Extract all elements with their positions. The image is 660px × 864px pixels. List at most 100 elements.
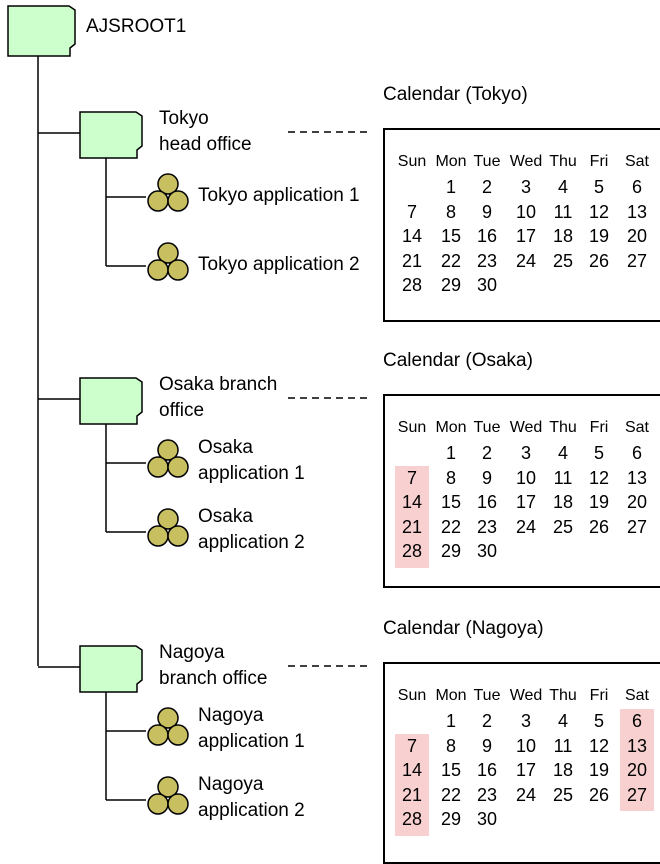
calendar-2-day: 11 <box>553 735 573 756</box>
group-0-job-1-icon <box>147 242 189 281</box>
calendar-2-day: 13 <box>626 735 648 756</box>
calendar-0-day: 30 <box>476 275 498 295</box>
calendar-2-day: 12 <box>588 735 610 756</box>
calendar-1-day: 26 <box>588 516 610 537</box>
calendar-2-day: 6 <box>631 711 642 731</box>
calendar-1-day: 1 <box>445 443 456 463</box>
calendar-1-day: 24 <box>515 516 537 537</box>
calendar-0-day: 16 <box>476 226 498 246</box>
calendar-2-day: 3 <box>520 711 531 731</box>
calendar-0-day: 15 <box>440 226 462 246</box>
calendar-1-day: 12 <box>588 467 610 488</box>
calendar-1-day: 9 <box>481 467 492 488</box>
calendar-0-day: 21 <box>401 250 423 271</box>
calendar-2-day: 28 <box>401 809 423 829</box>
calendar-2-day: 4 <box>557 711 568 731</box>
calendar-2-weekday-header: Sun <box>397 687 427 704</box>
calendar-1-day: 3 <box>520 443 531 463</box>
group-2-label-line: Nagoya <box>159 642 225 663</box>
calendar-1-day: 28 <box>401 541 423 561</box>
calendar-2-weekday-header: Tue <box>473 687 501 704</box>
calendar-0-day: 24 <box>515 250 537 271</box>
root-jobnet-label: AJSROOT1 <box>86 16 187 37</box>
calendar-2-day: 25 <box>552 784 574 805</box>
calendar-1-day: 25 <box>552 516 574 537</box>
calendar-2-day: 5 <box>593 711 604 731</box>
group-0-label-line: head office <box>159 134 252 155</box>
calendar-2-holiday-sun <box>395 733 429 836</box>
calendar-2-day: 15 <box>440 760 462 780</box>
group-0-job-0-label: Tokyo application 1 <box>198 185 360 206</box>
calendar-1-holiday-sun <box>395 465 429 568</box>
calendar-0-day: 8 <box>445 201 456 222</box>
calendar-0-day: 10 <box>515 201 537 222</box>
calendar-0-weekday-header: Fri <box>589 153 609 170</box>
group-0-job-1-label: Tokyo application 2 <box>198 254 360 275</box>
calendar-2-holiday-sat <box>620 709 654 811</box>
group-1-jobnet-icon <box>79 377 143 425</box>
calendar-1-day: 10 <box>515 467 537 488</box>
calendar-1-weekday-header: Sat <box>624 419 649 436</box>
group-2-job-1-label: Nagoya <box>198 774 264 795</box>
calendar-2-day: 20 <box>626 760 648 780</box>
calendar-0-day: 26 <box>588 250 610 271</box>
calendar-2-title: Calendar (Nagoya) <box>383 618 544 639</box>
group-1-job-1-label: application 2 <box>198 532 305 553</box>
group-1-label-line: Osaka branch <box>159 374 278 395</box>
calendar-0-day: 3 <box>520 177 531 197</box>
calendar-1-day: 2 <box>481 443 492 463</box>
calendar-2-day: 24 <box>515 784 537 805</box>
group-2-job-0-label: Nagoya <box>198 705 264 726</box>
calendar-2-day: 9 <box>481 735 492 756</box>
calendar-1-day: 19 <box>588 492 610 512</box>
calendar-0-day: 13 <box>626 201 648 222</box>
calendar-1-day: 8 <box>445 467 456 488</box>
calendar-0-weekday-header: Sat <box>624 153 649 170</box>
calendar-1-day: 21 <box>401 516 423 537</box>
calendar-0-weekday-header: Mon <box>435 153 467 170</box>
calendar-1-day: 22 <box>440 516 462 537</box>
calendar-0-day: 28 <box>401 275 423 295</box>
group-1-job-1-label: Osaka <box>198 506 253 527</box>
calendar-1-day: 16 <box>476 492 498 512</box>
calendar-2-day: 29 <box>440 809 462 829</box>
calendar-0-day: 29 <box>440 275 462 295</box>
calendar-1-title: Calendar (Osaka) <box>383 350 533 371</box>
calendar-0-day: 20 <box>626 226 648 246</box>
calendar-1-day: 18 <box>552 492 574 512</box>
group-0-jobnet-icon <box>79 111 143 159</box>
calendar-0-frame <box>383 128 660 322</box>
calendar-1-day: 30 <box>476 541 498 561</box>
calendar-2-day: 17 <box>515 760 537 780</box>
calendar-1-day: 13 <box>626 467 648 488</box>
calendar-2-day: 30 <box>476 809 498 829</box>
calendar-1-day: 14 <box>401 492 423 512</box>
group-1-job-0-icon <box>147 439 189 478</box>
calendar-2-day: 19 <box>588 760 610 780</box>
calendar-0-day: 4 <box>557 177 568 197</box>
calendar-0-day: 27 <box>626 250 648 271</box>
calendar-0-weekday-header: Thu <box>549 153 577 170</box>
calendar-0-day: 14 <box>401 226 423 246</box>
calendar-0-day: 22 <box>440 250 462 271</box>
calendar-2-day: 18 <box>552 760 574 780</box>
calendar-1-weekday-header: Wed <box>509 419 543 436</box>
group-2-job-1-label: application 2 <box>198 800 305 821</box>
calendar-2-day: 8 <box>445 735 456 756</box>
calendar-1-day: 6 <box>631 443 642 463</box>
calendar-0-day: 11 <box>553 201 573 222</box>
calendar-0-day: 7 <box>406 201 417 222</box>
group-2-job-1-icon <box>147 776 189 815</box>
calendar-0-day: 19 <box>588 226 610 246</box>
calendar-1-day: 23 <box>476 516 498 537</box>
group-2-label-line: branch office <box>159 668 268 689</box>
calendar-0-day: 17 <box>515 226 537 246</box>
calendar-1-day: 5 <box>593 443 604 463</box>
calendar-1-day: 7 <box>406 467 417 488</box>
calendar-2-day: 1 <box>445 711 456 731</box>
calendar-2-day: 2 <box>481 711 492 731</box>
calendar-1-day: 15 <box>440 492 462 512</box>
calendar-1-weekday-header: Sun <box>397 419 427 436</box>
calendar-0-day: 23 <box>476 250 498 271</box>
